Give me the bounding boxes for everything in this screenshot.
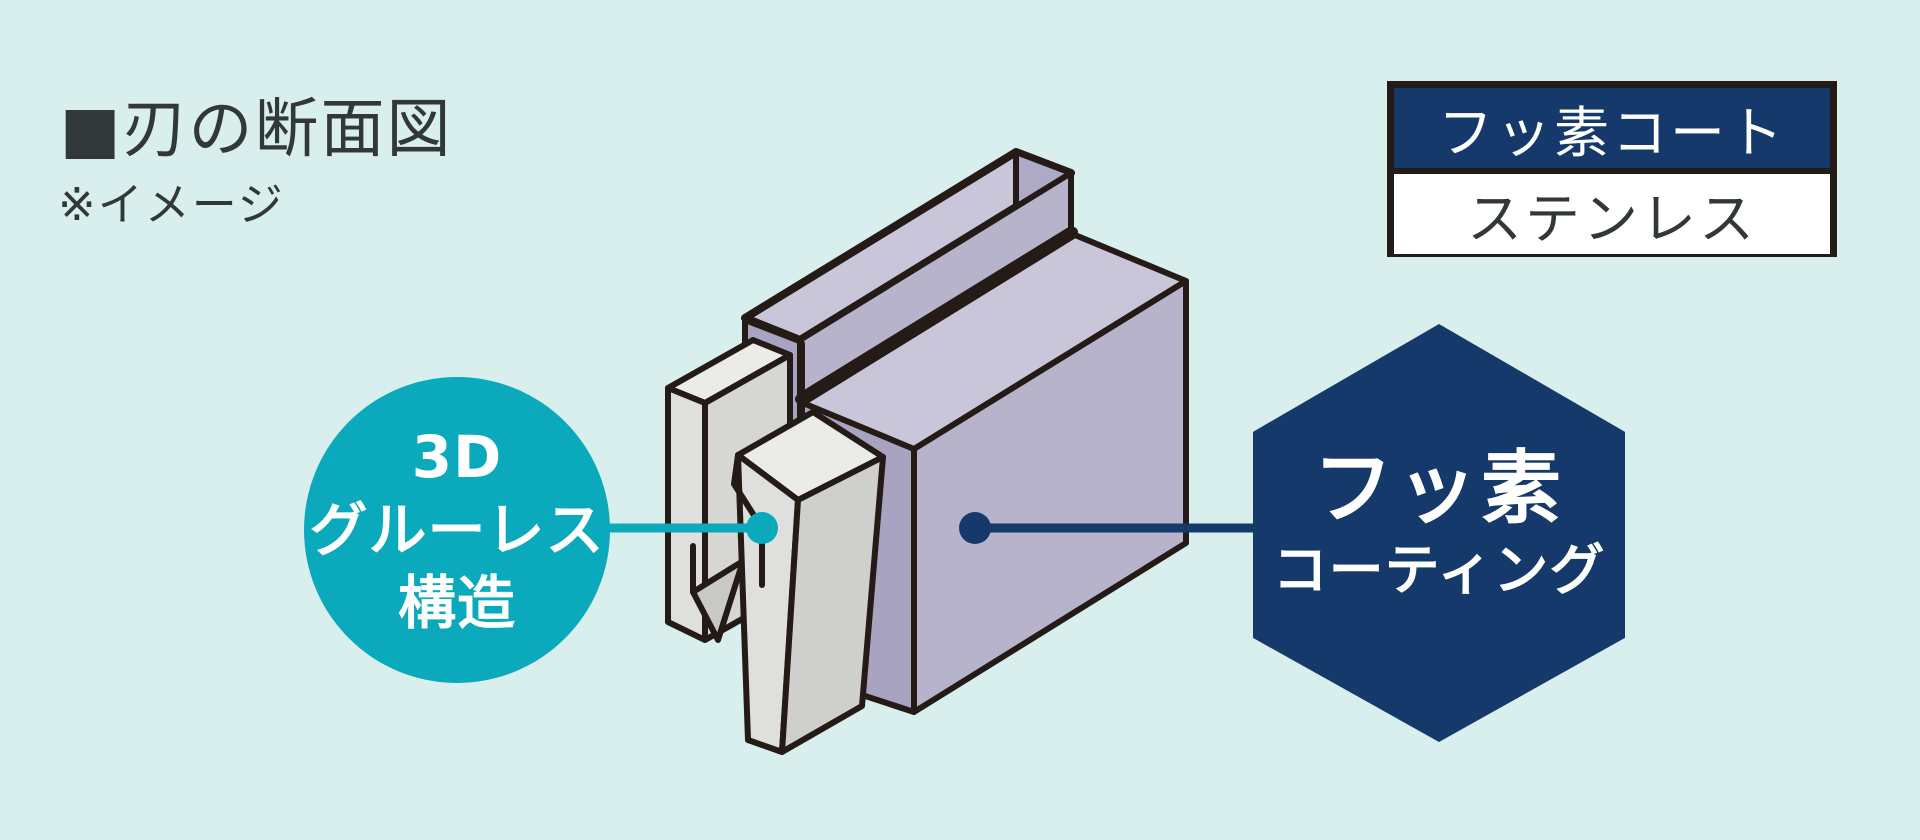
legend-row-fluorine-coat: フッ素コート bbox=[1394, 88, 1830, 174]
body-groove-line bbox=[795, 227, 1078, 404]
page-subtitle-note: ※イメージ bbox=[58, 178, 285, 231]
structure-line-3: 構造 bbox=[397, 568, 516, 637]
callout-3d-glueless-structure: 3D グルーレス 構造 bbox=[304, 377, 610, 683]
structure-line-2: グルーレス bbox=[309, 495, 605, 564]
steel-step-notch-edge bbox=[731, 452, 765, 588]
coating-line-2: コーティング bbox=[1272, 538, 1606, 602]
legend-box: フッ素コート ステンレス bbox=[1387, 81, 1837, 257]
structure-connector-dot bbox=[746, 512, 778, 544]
page-title: ■刃の断面図 bbox=[60, 93, 453, 167]
coating-connector-dot bbox=[959, 512, 991, 544]
coating-line-1: フッ素 bbox=[1313, 442, 1565, 535]
steel-front-right-face bbox=[779, 454, 886, 755]
callout-fluorine-coating: フッ素 コーティング bbox=[1253, 324, 1625, 742]
body-front-face bbox=[911, 278, 1189, 715]
legend-row-stainless: ステンレス bbox=[1394, 174, 1830, 254]
steel-vnotch-face bbox=[690, 558, 746, 643]
structure-line-1: 3D bbox=[411, 422, 503, 491]
